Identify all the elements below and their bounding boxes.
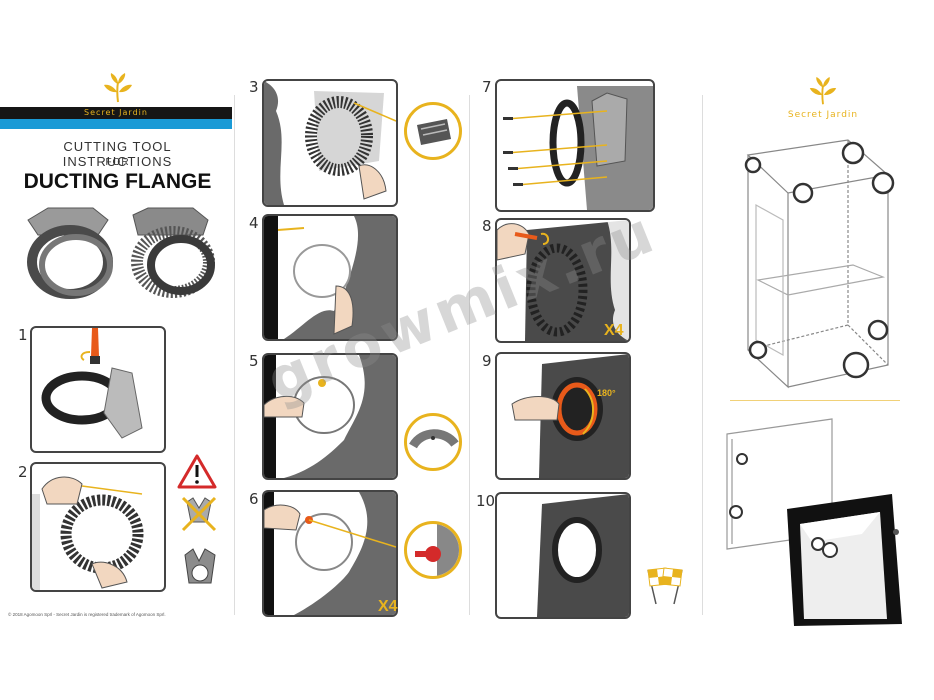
warning-triangle-icon: [177, 454, 217, 490]
leaf-logo-icon: [104, 73, 132, 103]
column-divider-1: [234, 95, 235, 615]
flange-illustration: [18, 200, 218, 300]
step-6-zoom-circle: [404, 521, 462, 579]
step-3-number: 3: [249, 78, 259, 96]
grow-tent-illustration: [728, 125, 898, 395]
leaf-logo-icon: [809, 76, 837, 105]
step-4-panel: [262, 214, 398, 341]
step-4-number: 4: [249, 214, 259, 232]
step-2-panel: [30, 462, 166, 592]
step-6-panel: [262, 490, 398, 617]
step-3-panel: [262, 79, 398, 207]
step-10-panel: [495, 492, 631, 619]
brand-name: Secret Jardin: [84, 108, 148, 117]
step-5-number: 5: [249, 352, 259, 370]
step-10-number: 10: [476, 492, 496, 510]
tent-detail-illustration: [722, 414, 912, 629]
step-3-zoom-circle: [404, 102, 462, 160]
right-brand-name: Secret Jardin: [787, 110, 859, 120]
step-1-number: 1: [18, 326, 28, 344]
right-logo: [806, 76, 840, 108]
step-8-number: 8: [482, 217, 492, 235]
wrong-cut-icon: [179, 494, 219, 534]
tent-divider: [730, 400, 900, 401]
blue-stripe: [0, 119, 232, 129]
step-6-count-badge: X4: [378, 598, 398, 615]
page-title-line1: CUTTING TOOL INSTRUCTIONS: [62, 139, 173, 169]
correct-cut-icon: [181, 545, 219, 590]
step-1-panel: [30, 326, 166, 453]
step-9-panel: [495, 352, 631, 480]
step-8-panel: [495, 218, 631, 343]
column-divider-3: [702, 95, 703, 615]
step-9-angle-label: 180°: [597, 388, 616, 398]
footer-copyright: © 2018 Agomoon Sprl - Secret Jardin is r…: [8, 612, 166, 617]
step-2-number: 2: [18, 463, 28, 481]
left-logo: [101, 72, 135, 106]
step-8-count-badge: X4: [604, 322, 624, 339]
step-7-number: 7: [482, 78, 492, 96]
step-5-zoom-circle: [404, 413, 462, 471]
column-divider-2: [469, 95, 470, 615]
step-6-number: 6: [249, 490, 259, 508]
left-brand-band: Secret Jardin: [0, 107, 232, 119]
page-title: DUCTING FLANGE: [23, 170, 212, 193]
step-7-panel: [495, 79, 655, 212]
checkered-flags-icon: [638, 566, 692, 606]
step-9-number: 9: [482, 352, 492, 370]
step-5-panel: [262, 353, 398, 480]
page-title-line2: FOR: [105, 157, 130, 168]
